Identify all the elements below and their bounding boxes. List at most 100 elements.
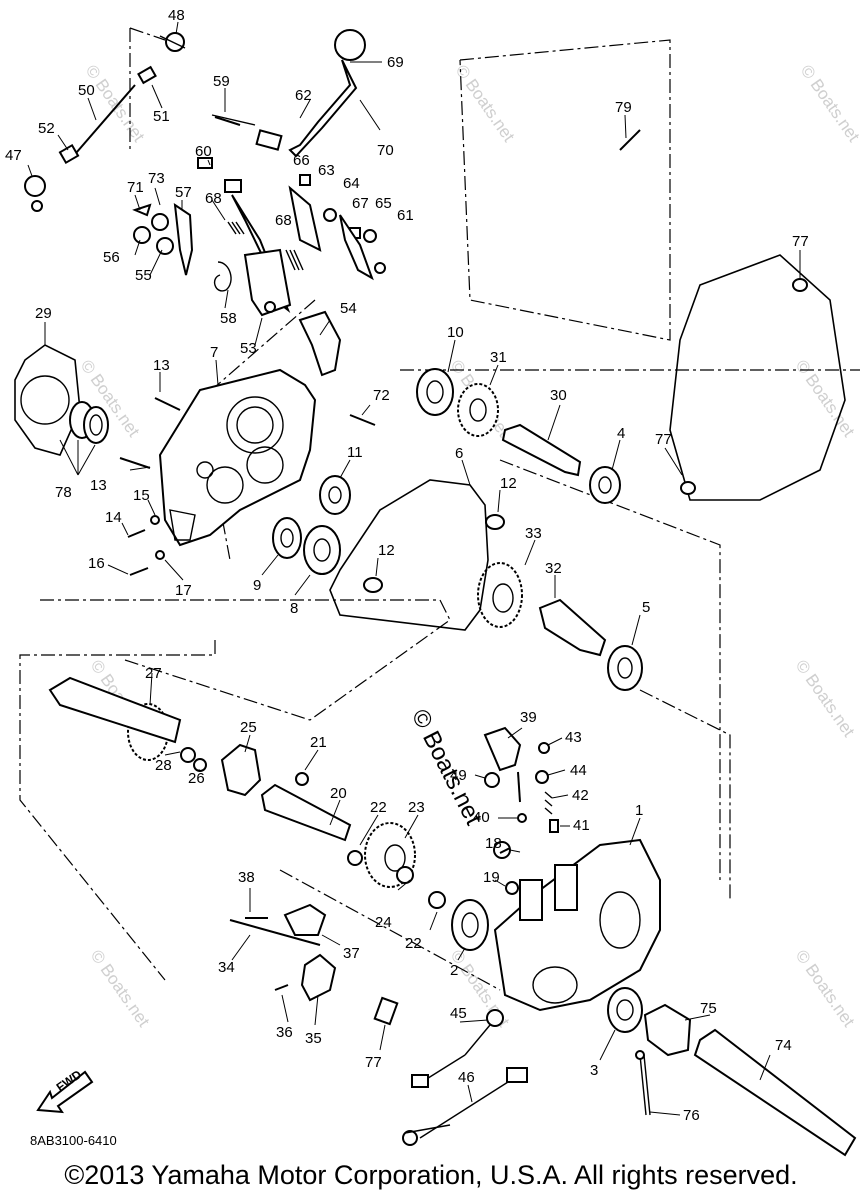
part-number-2: 2 [450, 962, 458, 979]
part-number-53: 53 [240, 340, 257, 357]
part-number-24: 24 [375, 914, 392, 931]
shift-forks [229, 903, 399, 1026]
bearings [272, 368, 643, 1033]
shafts [48, 423, 857, 1157]
part-number-14: 14 [105, 509, 122, 526]
part-number-34: 34 [218, 959, 235, 976]
part-number-10: 10 [447, 324, 464, 341]
part-number-71: 71 [127, 179, 144, 196]
part-number-15: 15 [133, 487, 150, 504]
part-number-30: 30 [550, 387, 567, 404]
part-number-21: 21 [310, 734, 327, 751]
part-number-23: 23 [408, 799, 425, 816]
part-number-39: 39 [520, 709, 537, 726]
part-number-6: 6 [455, 445, 463, 462]
part-number-77: 77 [792, 233, 809, 250]
part-number-63: 63 [318, 162, 335, 179]
part-number-62: 62 [295, 87, 312, 104]
part-number-7: 7 [210, 344, 218, 361]
part-number-72: 72 [373, 387, 390, 404]
part-number-42: 42 [572, 787, 589, 804]
part-number-45: 45 [450, 1005, 467, 1022]
part-number-20: 20 [330, 785, 347, 802]
part-number-1: 1 [635, 802, 643, 819]
gears [127, 383, 523, 888]
part-number-60: 60 [195, 143, 212, 160]
bolts [119, 116, 641, 919]
copyright-notice: ©2013 Yamaha Motor Corporation, U.S.A. A… [64, 1160, 798, 1190]
part-number-68: 68 [205, 190, 222, 207]
right-cover-gasket [669, 254, 846, 501]
part-number-13b: 13 [90, 477, 107, 494]
part-number-46: 46 [458, 1069, 475, 1086]
part-number-77c: 77 [365, 1054, 382, 1071]
part-number-27: 27 [145, 665, 162, 682]
part-number-54: 54 [340, 300, 357, 317]
part-number-11: 11 [347, 444, 363, 461]
part-number-37: 37 [343, 945, 360, 962]
part-number-13: 13 [153, 357, 170, 374]
part-number-38: 38 [238, 869, 255, 886]
part-number-32: 32 [545, 560, 562, 577]
oil-seals-78 [69, 401, 109, 444]
svg-text:© Boats.net: © Boats.net [797, 61, 862, 145]
part-number-68b: 68 [275, 212, 292, 229]
crankcase-1 [493, 838, 661, 1012]
shift-linkage [24, 29, 377, 377]
part-number-65: 65 [375, 195, 392, 212]
part-number-19: 19 [483, 869, 500, 886]
gasket-6 [329, 479, 505, 631]
part-number-8: 8 [290, 600, 298, 617]
part-number-61: 61 [397, 207, 414, 224]
part-number-66: 66 [293, 152, 310, 169]
part-number-12b: 12 [378, 542, 395, 559]
svg-text:© Boats.net: © Boats.net [792, 946, 859, 1030]
part-number-75: 75 [700, 1000, 717, 1017]
part-number-49: 49 [450, 767, 467, 784]
part-number-50: 50 [78, 82, 95, 99]
svg-text:© Boats.net: © Boats.net [792, 656, 859, 740]
part-number-56: 56 [103, 249, 120, 266]
part-number-52: 52 [38, 120, 55, 137]
part-number-35: 35 [305, 1030, 322, 1047]
part-number-55: 55 [135, 267, 152, 284]
part-number-77b: 77 [655, 431, 672, 448]
faint-watermarks: © Boats.net © Boats.net © Boats.net © Bo… [77, 61, 862, 1030]
part-number-17: 17 [175, 582, 192, 599]
part-number-79: 79 [615, 99, 632, 116]
part-number-67: 67 [352, 195, 369, 212]
part-number-36: 36 [276, 1024, 293, 1041]
fwd-arrow-icon: FWD [36, 1067, 94, 1114]
gasket-29 [14, 344, 81, 456]
part-number-74: 74 [775, 1037, 792, 1054]
part-number-40: 40 [473, 809, 490, 826]
part-number-41: 41 [573, 817, 590, 834]
part-number-78: 78 [55, 484, 72, 501]
case-cover-7 [158, 368, 317, 547]
part-number-12: 12 [500, 475, 517, 492]
part-number-18: 18 [485, 835, 502, 852]
part-number-51: 51 [153, 108, 170, 125]
part-number-64: 64 [343, 175, 360, 192]
part-number-69: 69 [387, 54, 404, 71]
sensors [402, 1009, 528, 1146]
diagram-code: 8AB3100-6410 [30, 1133, 117, 1148]
part-number-5: 5 [642, 599, 650, 616]
part-number-33: 33 [525, 525, 542, 542]
leader-lines [27, 21, 801, 1116]
part-number-59: 59 [213, 73, 230, 90]
part-number-labels: 1 2 3 4 5 6 7 8 9 10 11 12 12 13 13 14 1… [5, 7, 809, 1124]
part-number-22: 22 [370, 799, 387, 816]
part-number-28: 28 [155, 757, 172, 774]
part-number-3: 3 [590, 1062, 598, 1079]
part-number-47: 47 [5, 147, 22, 164]
assembly-lines [19, 27, 860, 991]
part-number-70: 70 [377, 142, 394, 159]
part-number-25: 25 [240, 719, 257, 736]
part-number-44: 44 [570, 762, 587, 779]
part-number-43: 43 [565, 729, 582, 746]
part-number-57: 57 [175, 184, 192, 201]
part-number-9: 9 [253, 577, 261, 594]
part-number-22b: 22 [405, 935, 422, 952]
